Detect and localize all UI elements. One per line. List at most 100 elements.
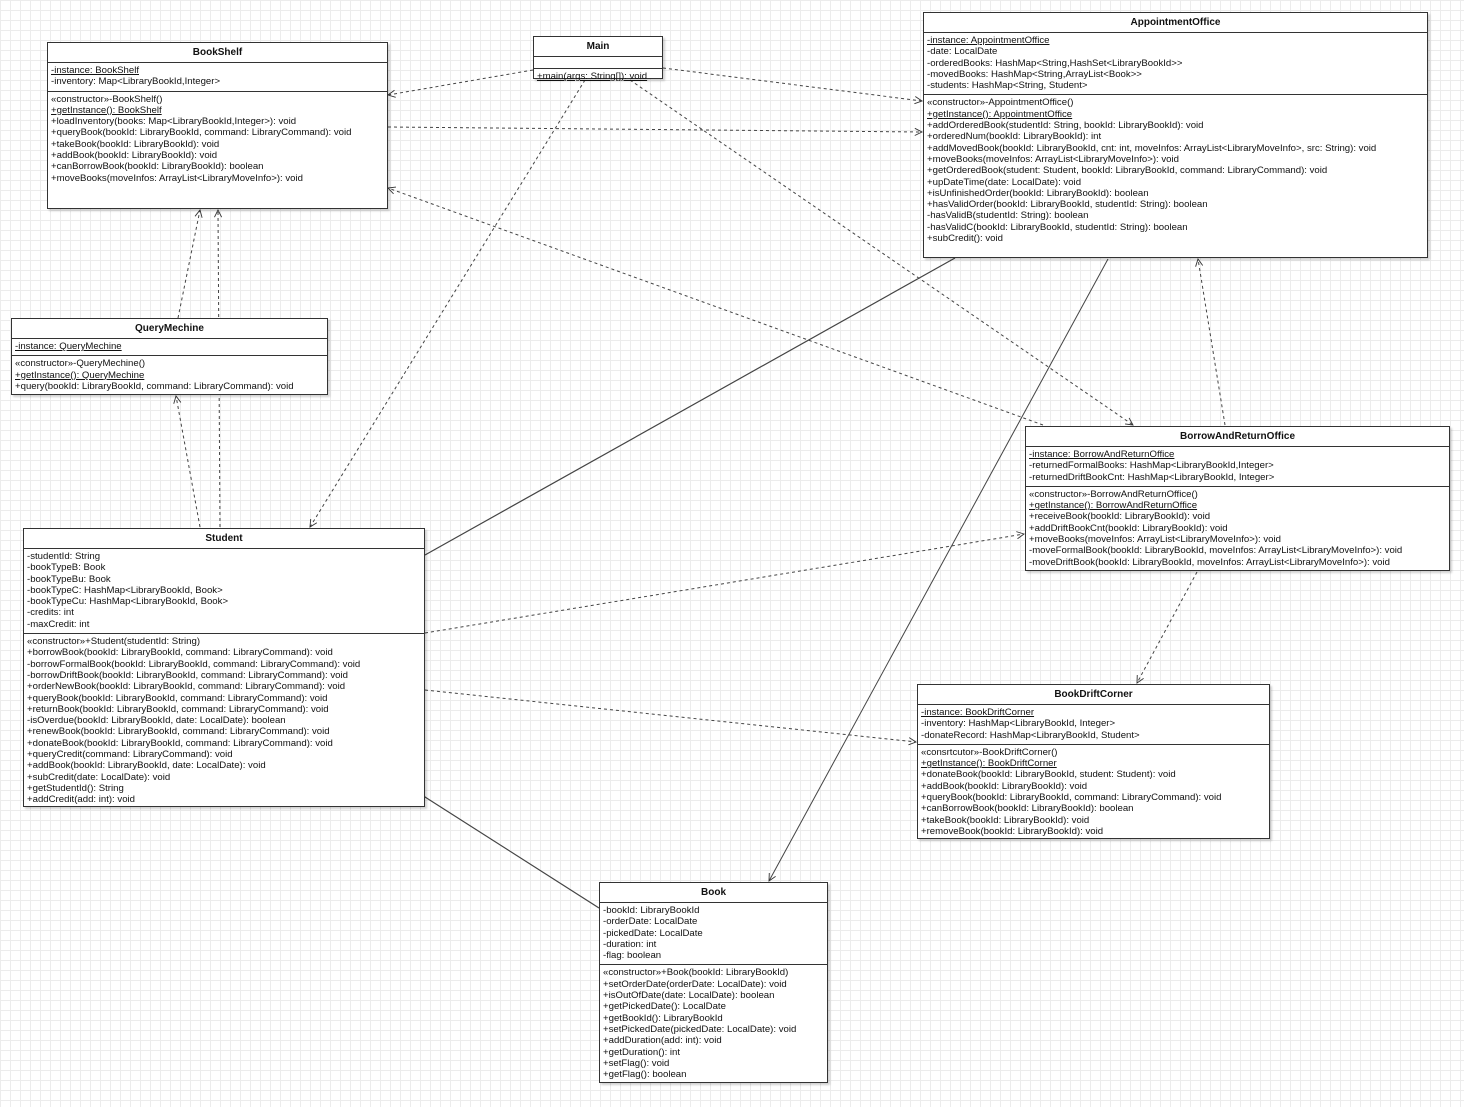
attribute: -inventory: HashMap<LibraryBookId, Integ… bbox=[921, 718, 1116, 730]
methods-compartment: «constructor»-BorrowAndReturnOffice()+ge… bbox=[1026, 487, 1449, 571]
method: +addCredit(add: int): void bbox=[27, 794, 135, 806]
class-query-mechine[interactable]: QueryMechine -instance: QueryMechine «cons… bbox=[11, 318, 328, 395]
relationship-student-to-appointment bbox=[424, 257, 956, 556]
method: +addDuration(add: int): void bbox=[603, 1035, 722, 1047]
method: +orderNewBook(bookId: LibraryBookId, com… bbox=[27, 681, 346, 693]
class-name: Book bbox=[600, 883, 827, 903]
method: +orderedNum(bookId: LibraryBookId): int bbox=[927, 131, 1102, 143]
attribute: -orderDate: LocalDate bbox=[603, 916, 698, 928]
attribute: -bookTypeC: HashMap<LibraryBookId, Book> bbox=[27, 584, 223, 596]
class-book[interactable]: Book-bookId: LibraryBookId-orderDate: Lo… bbox=[599, 882, 828, 1083]
method: +isOutOfDate(date: LocalDate): boolean bbox=[603, 990, 775, 1002]
attributes-compartment: -instance: BorrowAndReturnOffice-returne… bbox=[1026, 447, 1449, 487]
attribute: -maxCredit: int bbox=[27, 618, 90, 630]
class-appointment-office[interactable]: AppointmentOffice-instance: AppointmentO… bbox=[923, 12, 1428, 258]
method: -borrowDriftBook(bookId: LibraryBookId, … bbox=[27, 669, 348, 681]
attribute: -date: LocalDate bbox=[927, 46, 998, 58]
class-bookshelf[interactable]: BookShelf-instance: BookShelf-inventory:… bbox=[47, 42, 388, 209]
attributes-compartment: -bookId: LibraryBookId-orderDate: LocalD… bbox=[600, 903, 827, 966]
method: +queryBook(bookId: LibraryBookId, comman… bbox=[51, 127, 352, 139]
attribute: -instance: QueryMechine bbox=[15, 341, 122, 352]
attributes-compartment: -instance: BookShelf-inventory: Map<Libr… bbox=[48, 63, 387, 92]
method: «consrtcutor»-BookDriftCorner() bbox=[921, 746, 1058, 758]
attribute: -instance: AppointmentOffice bbox=[927, 35, 1050, 46]
attribute: -flag: boolean bbox=[603, 950, 662, 962]
methods-compartment: +main(args: String[]): void bbox=[534, 69, 662, 85]
relationship-borrowreturn-to-bookshelf bbox=[388, 188, 1044, 426]
method: -moveDriftBook(bookId: LibraryBookId, mo… bbox=[1029, 556, 1390, 568]
method: +setFlag(): void bbox=[603, 1057, 670, 1069]
attribute: -movedBooks: HashMap<String,ArrayList<Bo… bbox=[927, 68, 1142, 80]
class-main[interactable]: Main+main(args: String[]): void bbox=[533, 36, 663, 82]
method: «constructor»-AppointmentOffice() bbox=[927, 97, 1074, 109]
method: +getPickedDate(): LocalDate bbox=[603, 1001, 726, 1013]
method: +addBook(bookId: LibraryBookId, date: Lo… bbox=[27, 760, 266, 772]
attribute: -duration: int bbox=[603, 938, 657, 950]
attribute: -donateRecord: HashMap<LibraryBookId, St… bbox=[921, 729, 1140, 741]
attribute: -returnedDriftBookCnt: HashMap<LibraryBo… bbox=[1029, 471, 1275, 483]
method: +subCredit(): void bbox=[927, 233, 1003, 245]
method: +getDuration(): int bbox=[603, 1046, 681, 1058]
method: +addOrderedBook(studentId: String, bookI… bbox=[927, 120, 1204, 132]
class-name: BookShelf bbox=[48, 43, 387, 63]
methods-compartment: «constructor»-QueryMechine()+getInstance… bbox=[12, 356, 327, 395]
method: -hasValidC(bookId: LibraryBookId, studen… bbox=[927, 221, 1188, 233]
method: +receiveBook(bookId: LibraryBookId): voi… bbox=[1029, 511, 1211, 523]
method: +hasValidOrder(bookId: LibraryBookId, st… bbox=[927, 199, 1208, 211]
method: +setPickedDate(pickedDate: LocalDate): v… bbox=[603, 1023, 797, 1035]
attribute: -students: HashMap<String, Student> bbox=[927, 80, 1088, 92]
attribute: -orderedBooks: HashMap<String,HashSet<Li… bbox=[927, 57, 1183, 69]
attribute: -bookTypeBu: Book bbox=[27, 573, 111, 585]
class-name: Student bbox=[24, 529, 424, 549]
method: +getFlag(): boolean bbox=[603, 1069, 687, 1081]
attributes-compartment: -instance: BookDriftCorner-inventory: Ha… bbox=[918, 705, 1269, 745]
attributes-compartment: -instance: QueryMechine bbox=[12, 339, 327, 357]
relationship-main-to-appointment bbox=[662, 67, 922, 101]
attribute: -returnedFormalBooks: HashMap<LibraryBoo… bbox=[1029, 460, 1274, 472]
methods-compartment: «constructor»+Book(bookId: LibraryBookId… bbox=[600, 965, 827, 1083]
methods-compartment: «constructor»-BookShelf()+getInstance():… bbox=[48, 92, 387, 187]
methods-compartment: «constructor»-AppointmentOffice()+getIns… bbox=[924, 95, 1427, 247]
relationship-student-to-querymechine bbox=[176, 396, 201, 528]
method: +borrowBook(bookId: LibraryBookId, comma… bbox=[27, 647, 333, 659]
method: +donateBook(bookId: LibraryBookId, comma… bbox=[27, 737, 333, 749]
method: +moveBooks(moveInfos: ArrayList<LibraryM… bbox=[1029, 534, 1281, 546]
class-name: QueryMechine bbox=[12, 319, 327, 339]
method: +subCredit(date: LocalDate): void bbox=[27, 771, 171, 783]
attribute: -studentId: String bbox=[27, 551, 101, 562]
method: +donateBook(bookId: LibraryBookId, stude… bbox=[921, 769, 1176, 781]
method: -hasValidB(studentId: String): boolean bbox=[927, 210, 1089, 222]
method: +queryBook(bookId: LibraryBookId, comman… bbox=[27, 692, 328, 704]
attribute: -credits: int bbox=[27, 607, 74, 619]
method: +returnBook(bookId: LibraryBookId, comma… bbox=[27, 703, 329, 715]
method: +getInstance(): QueryMechine bbox=[15, 369, 145, 381]
relationship-appointment-to-book bbox=[769, 258, 1109, 881]
method: «constructor»+Student(studentId: String) bbox=[27, 636, 201, 648]
relationship-borrowreturn-to-appointment bbox=[1198, 259, 1226, 426]
method: +canBorrowBook(bookId: LibraryBookId): b… bbox=[921, 803, 1134, 815]
attributes-compartment: -studentId: String-bookTypeB: Book-bookT… bbox=[24, 549, 424, 635]
attribute: -bookId: LibraryBookId bbox=[603, 905, 700, 916]
method: +getInstance(): AppointmentOffice bbox=[927, 108, 1073, 120]
method: +isUnfinishedOrder(bookId: LibraryBookId… bbox=[927, 187, 1149, 199]
class-book-drift-corner[interactable]: BookDriftCorner-instance: BookDriftCorne… bbox=[917, 684, 1270, 839]
method: +queryBook(bookId: LibraryBookId, comman… bbox=[921, 792, 1222, 804]
attribute: -instance: BookDriftCorner bbox=[921, 707, 1035, 718]
method: +getOrderedBook(student: Student, bookId… bbox=[927, 165, 1328, 177]
relationship-book-to-student bbox=[425, 797, 600, 909]
method: +queryCredit(command: LibraryCommand): v… bbox=[27, 749, 233, 761]
relationship-main-to-bookshelf bbox=[388, 69, 534, 95]
attribute: -inventory: Map<LibraryBookId,Integer> bbox=[51, 76, 221, 88]
attributes-compartment: -instance: AppointmentOffice-date: Local… bbox=[924, 33, 1427, 96]
method: +getInstance(): BookShelf bbox=[51, 104, 162, 116]
methods-compartment: «constructor»+Student(studentId: String)… bbox=[24, 634, 424, 808]
method: +renewBook(bookId: LibraryBookId, comman… bbox=[27, 726, 330, 738]
class-name: BorrowAndReturnOffice bbox=[1026, 427, 1449, 447]
class-student[interactable]: Student-studentId: String-bookTypeB: Boo… bbox=[23, 528, 425, 807]
method: -isOverdue(bookId: LibraryBookId, date: … bbox=[27, 715, 286, 727]
method: «constructor»-QueryMechine() bbox=[15, 358, 146, 370]
method: +setOrderDate(orderDate: LocalDate): voi… bbox=[603, 978, 787, 990]
relationship-student-to-driftcorner bbox=[424, 689, 916, 742]
class-borrow-and-return-office[interactable]: BorrowAndReturnOffice-instance: BorrowAn… bbox=[1025, 426, 1450, 571]
method: +addMovedBook(bookId: LibraryBookId, cnt… bbox=[927, 142, 1377, 154]
